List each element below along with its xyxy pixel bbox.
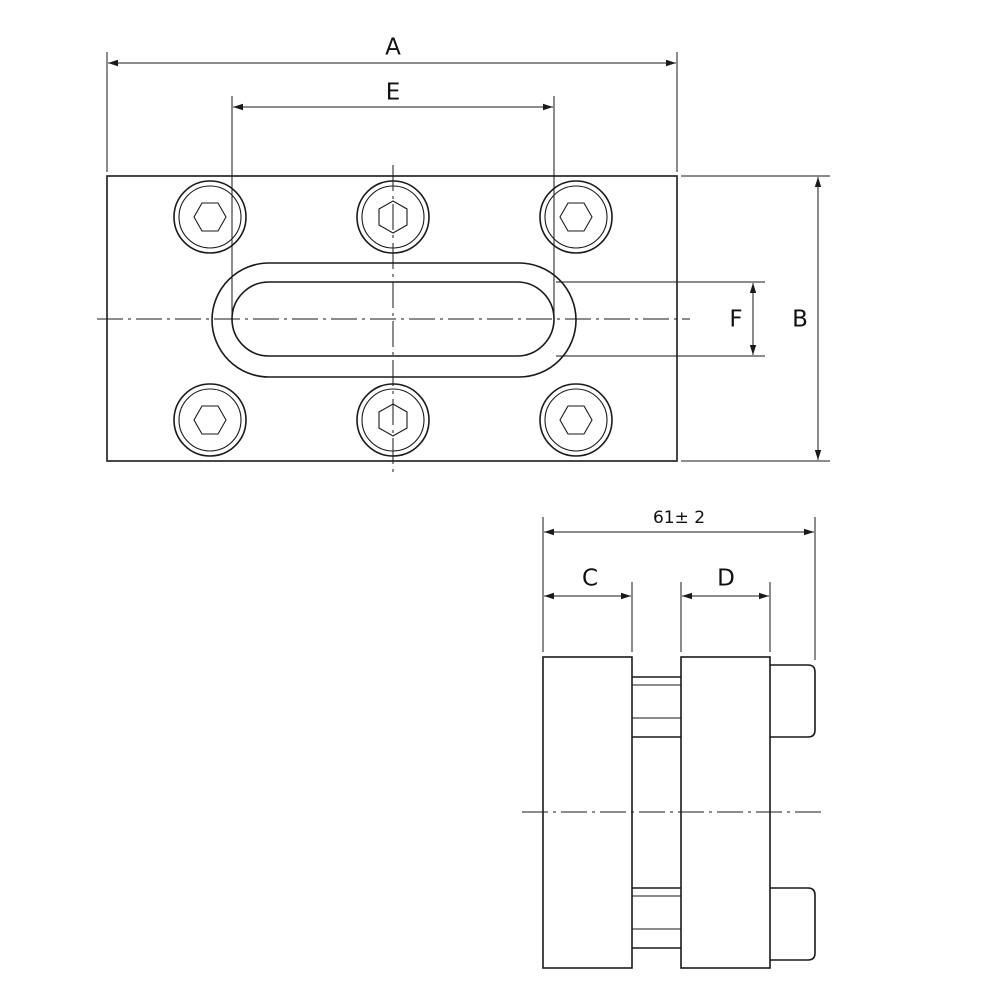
- screw-bottom-left: [173, 383, 247, 457]
- screw-top-left: [173, 180, 247, 254]
- dimension-a: A: [106, 35, 678, 172]
- dimension-e: E: [231, 80, 555, 318]
- dimension-c-label: C: [582, 566, 598, 592]
- dimension-d-label: D: [717, 566, 735, 592]
- dimension-f-label: F: [729, 307, 742, 333]
- dimension-e-label: E: [386, 80, 401, 106]
- hex-socket-screw-icon: [193, 202, 227, 232]
- side-view-lower-shaft: [632, 887, 681, 949]
- dimension-overall-depth-label: 61± 2: [653, 508, 705, 528]
- screw-top-center: [356, 180, 430, 254]
- dimension-a-label: A: [385, 35, 401, 61]
- hex-socket-screw-icon: [378, 200, 408, 234]
- slot-outer-outline: [211, 262, 577, 378]
- screw-bottom-center: [356, 383, 430, 457]
- dimension-f: F: [556, 281, 765, 357]
- side-view-upper-screw-head: [770, 664, 816, 738]
- screw-top-right: [539, 180, 613, 254]
- hex-socket-screw-icon: [559, 202, 593, 232]
- dimension-b-label: B: [792, 307, 808, 333]
- screw-bottom-right: [539, 383, 613, 457]
- hex-socket-screw-icon: [378, 403, 408, 437]
- dimension-d: D: [680, 566, 771, 652]
- side-view: [522, 656, 826, 969]
- hex-socket-screw-icon: [559, 405, 593, 435]
- dimension-overall-depth: 61± 2: [542, 508, 816, 660]
- top-view: [97, 165, 690, 472]
- hex-socket-screw-icon: [193, 405, 227, 435]
- side-view-lower-screw-head: [770, 887, 816, 961]
- side-view-upper-shaft: [632, 676, 681, 738]
- dimension-c: C: [544, 566, 633, 652]
- dimension-b: B: [681, 175, 830, 462]
